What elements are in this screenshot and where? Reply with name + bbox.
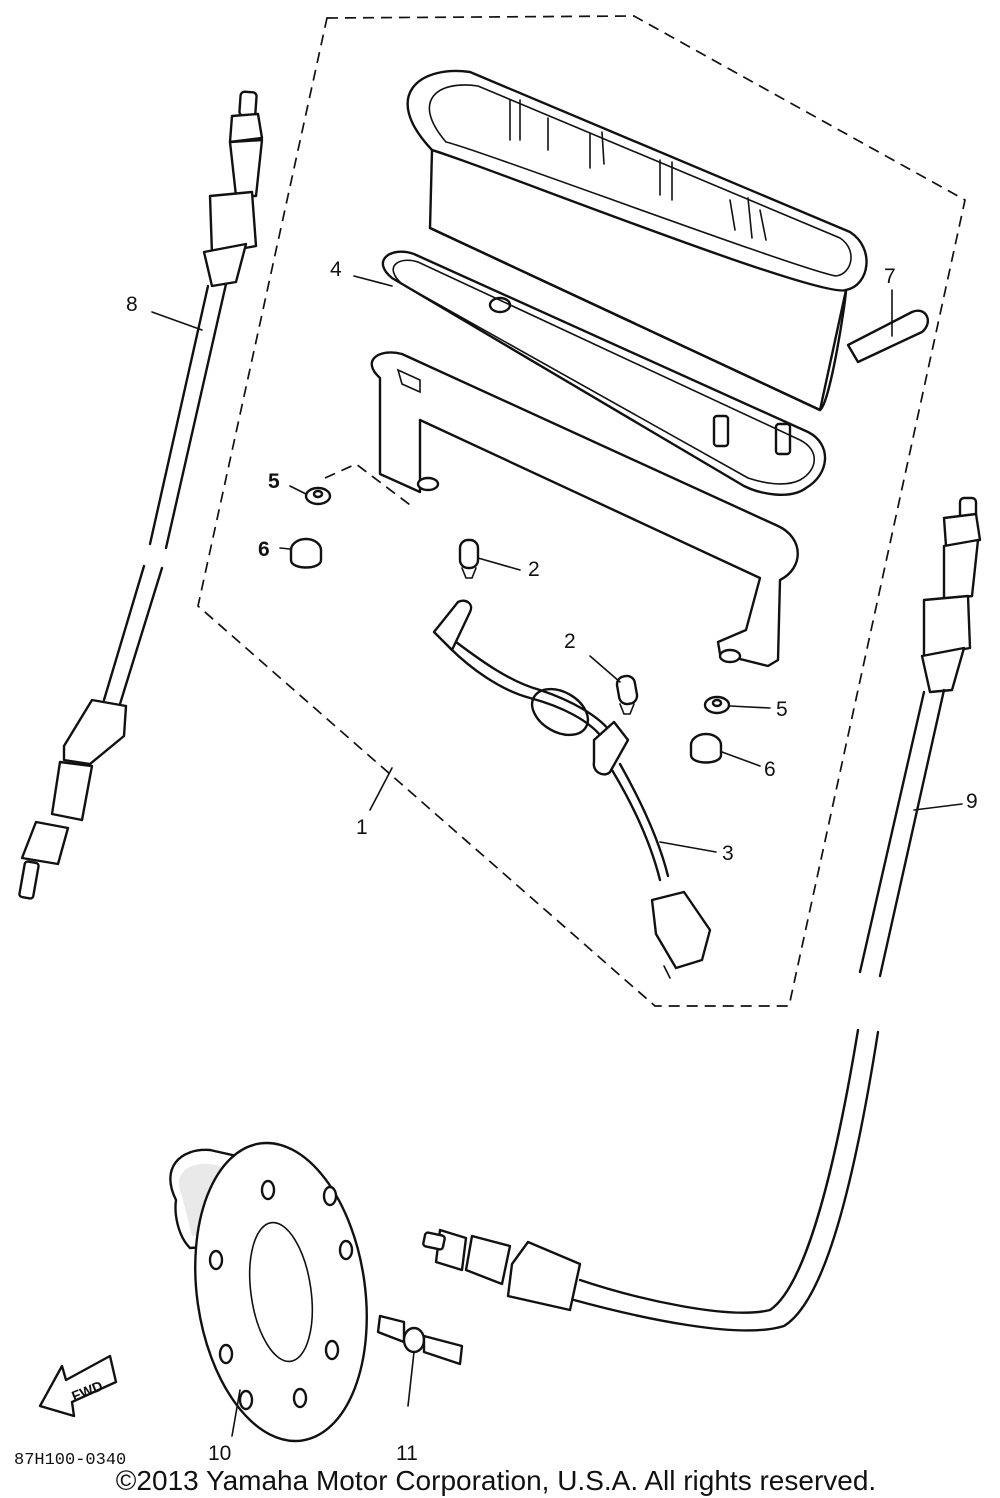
- bulb-2-upper: [458, 538, 480, 579]
- callouts: 8 4 7 5 6 2 2 5 6 1 3 9 10 11: [126, 258, 978, 1465]
- nut-6-right: [689, 732, 723, 764]
- assembly-boundary: [197, 15, 966, 1007]
- callout-5-right: 5: [776, 698, 788, 721]
- callout-3: 3: [722, 842, 734, 865]
- callout-6-left: 6: [258, 538, 270, 561]
- callout-11: 11: [396, 1442, 418, 1465]
- figure-code: 87H100-0340: [14, 1451, 126, 1470]
- washer-5-left: [304, 486, 332, 506]
- bulb-2-lower: [615, 674, 639, 715]
- meter-assembly: [324, 69, 929, 668]
- callout-1: 1: [356, 816, 368, 839]
- callout-4: 4: [330, 258, 342, 281]
- pin-11: [376, 1314, 464, 1366]
- callout-5-left: 5: [268, 470, 280, 493]
- speedometer-cable-8: [422, 496, 982, 1332]
- callout-10: 10: [208, 1442, 231, 1465]
- callout-8: 9: [966, 790, 978, 813]
- callout-9: 8: [126, 293, 138, 316]
- nut-6-left: [289, 537, 323, 569]
- wire-harness-3: [432, 599, 712, 979]
- callout-7: 7: [884, 265, 896, 288]
- washer-5-right: [703, 695, 731, 715]
- forward-arrow-icon: FWD: [38, 1354, 118, 1418]
- leader-lines: [151, 275, 963, 1437]
- speedometer-cable-9: [18, 90, 264, 900]
- meter-gear-10: [169, 1141, 368, 1443]
- callout-2-upper: 2: [528, 558, 540, 581]
- callout-6-right: 6: [764, 758, 776, 781]
- callout-2-lower: 2: [564, 630, 576, 653]
- copyright-text: ©2013 Yamaha Motor Corporation, U.S.A. A…: [116, 1465, 876, 1496]
